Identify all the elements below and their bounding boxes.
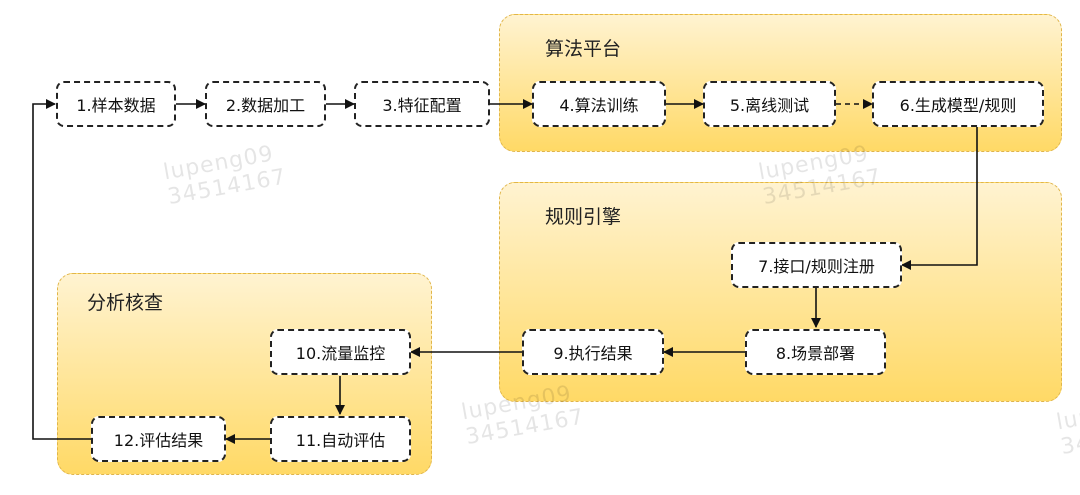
node-scene-deploy: 8.场景部署 <box>745 329 886 375</box>
group-title-algorithm-platform: 算法平台 <box>545 38 622 60</box>
node-offline-test: 5.离线测试 <box>703 81 836 127</box>
node-generate-model-rules: 6.生成模型/规则 <box>872 81 1044 127</box>
node-traffic-monitor: 10.流量监控 <box>270 329 411 375</box>
watermark: lupeng09 34514167 <box>162 140 289 211</box>
node-auto-evaluate: 11.自动评估 <box>270 416 411 462</box>
node-feature-config: 3.特征配置 <box>354 81 490 127</box>
watermark: lupeng09 34514167 <box>1055 390 1080 461</box>
node-evaluation-result: 12.评估结果 <box>91 416 226 462</box>
node-data-processing: 2.数据加工 <box>205 81 326 127</box>
watermark-user: lupeng09 <box>1054 391 1080 436</box>
node-sample-data: 1.样本数据 <box>56 81 176 127</box>
watermark: lupeng09 34514167 <box>460 380 587 451</box>
group-title-analysis-check: 分析核查 <box>87 292 164 314</box>
node-interface-rule-register: 7.接口/规则注册 <box>731 242 902 288</box>
node-execution-result: 9.执行结果 <box>522 329 664 375</box>
group-title-rule-engine: 规则引擎 <box>545 206 622 228</box>
node-algorithm-training: 4.算法训练 <box>532 81 666 127</box>
